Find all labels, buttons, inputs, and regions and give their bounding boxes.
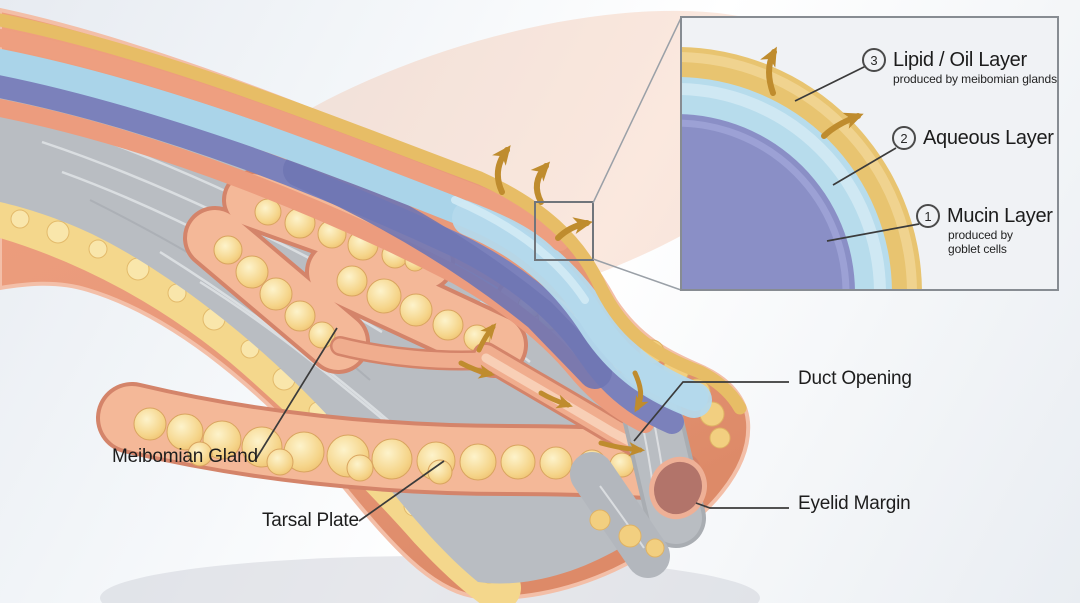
inset-entry-aqueous-layer: 2 Aqueous Layer — [892, 126, 1054, 150]
inset-entry-lipid-oil-layer: 3 Lipid / Oil Layer — [862, 48, 1027, 72]
inset-secretion-arrows — [760, 46, 864, 139]
layer-title: Lipid / Oil Layer — [893, 48, 1027, 71]
mucin-layer-subtitle: produced by goblet cells — [948, 228, 1013, 256]
layer-title: Mucin Layer — [947, 204, 1053, 227]
tear-film-layers — [0, 13, 747, 434]
label-duct-opening: Duct Opening — [798, 368, 912, 389]
magnified-region-box — [534, 201, 594, 261]
layer-number-badge: 2 — [892, 126, 916, 150]
magnification-connector-lines — [592, 17, 682, 291]
label-eyelid-margin: Eyelid Margin — [798, 493, 911, 514]
lipid-layer-subtitle: produced by meibomian glands — [893, 72, 1057, 86]
inset-entry-mucin-layer: 1 Mucin Layer — [916, 204, 1053, 228]
tear-film-inset — [680, 16, 1059, 291]
mucin-subtitle-line-2: goblet cells — [948, 242, 1007, 257]
layer-number-badge: 1 — [916, 204, 940, 228]
ocular-surface — [681, 142, 827, 290]
layer-title: Aqueous Layer — [923, 126, 1054, 149]
secretion-arrows — [458, 145, 649, 457]
label-leader-lines — [255, 65, 920, 522]
layer-number-badge: 3 — [862, 48, 886, 72]
label-meibomian-gland: Meibomian Gland — [112, 446, 258, 467]
label-tarsal-plate: Tarsal Plate — [262, 510, 359, 531]
mucin-subtitle-line-1: produced by — [948, 228, 1013, 242]
